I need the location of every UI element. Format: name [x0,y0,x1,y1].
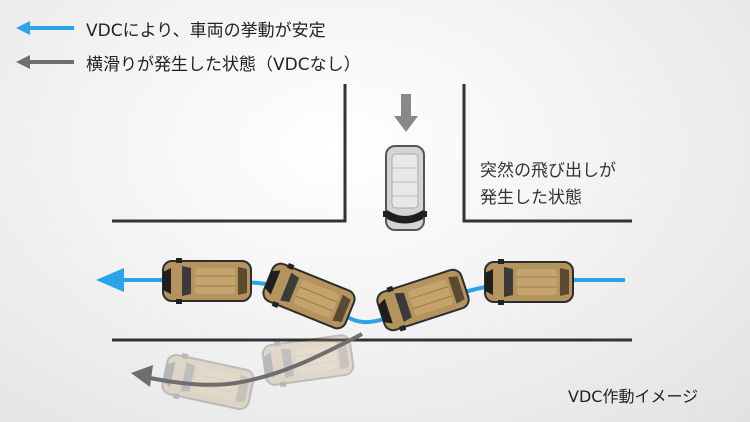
legend-item-skid: 横滑りが発生した状態（VDCなし） [16,51,361,75]
car-2 [373,263,473,337]
car-4 [162,257,252,305]
skid-path [131,332,363,387]
oncoming-van [382,94,428,231]
gray-arrow-icon [16,55,74,69]
situation-line-1: 突然の飛び出しが [480,161,616,181]
car-3 [258,257,360,335]
skid-arrowhead [131,365,153,387]
skid-ghost-cars [159,330,356,415]
legend-label-skid: 横滑りが発生した状態（VDCなし） [86,54,361,75]
car-1 [484,258,574,306]
legend-label-vdc: VDCにより、車両の挙動が安定 [86,20,326,41]
road-lines [112,84,632,342]
down-arrow-icon [394,94,418,132]
vdc-arrowhead [96,268,124,292]
situation-line-2: 発生した状態 [480,188,582,208]
diagram-caption: VDC作動イメージ [568,387,699,406]
legend-item-vdc: VDCにより、車両の挙動が安定 [16,17,326,41]
situation-label: 突然の飛び出しが 発生した状態 [480,158,616,212]
blue-arrow-icon [16,21,74,35]
